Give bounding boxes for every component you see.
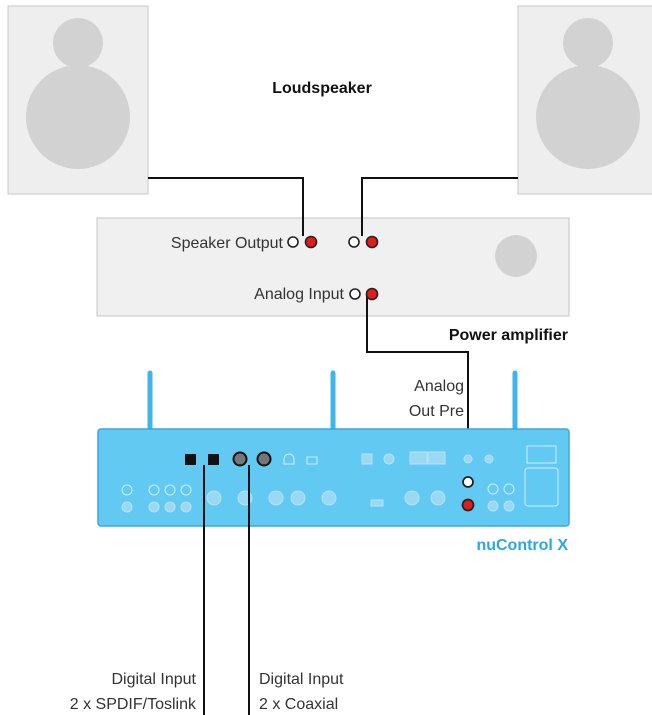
usb-port-icon (283, 453, 295, 465)
power-amplifier-chassis (96, 217, 570, 317)
xlr-3-icon (268, 490, 284, 506)
toslink-port-2-icon (208, 454, 219, 465)
speaker-out-left-negative-terminal (287, 236, 299, 248)
jack-row-5-icon (180, 484, 192, 496)
left-speaker-woofer (26, 65, 130, 169)
jack-row-8-icon (180, 501, 192, 513)
jack-row-12-icon (503, 500, 515, 512)
jack-row-11-icon (487, 500, 499, 512)
xlr-1-icon (206, 490, 222, 506)
jack-row-10-icon (503, 483, 515, 495)
jack-row-4-icon (164, 484, 176, 496)
digital-input-toslink-label-line1: Digital Input (112, 671, 197, 688)
analog-input-right-jack (365, 287, 379, 301)
digital-input-toslink-label-line2: 2 x SPDIF/Toslink (70, 696, 197, 713)
jack-row-1-icon (121, 484, 133, 496)
analog-out-pre-label-line1: Analog (414, 378, 464, 395)
small-port-1-icon (463, 454, 473, 464)
ethernet-port-2-icon (427, 451, 446, 465)
xlr-4-icon (290, 490, 306, 506)
jack-row-3-icon (148, 484, 160, 496)
speaker-out-right-negative-terminal (348, 236, 360, 248)
speaker-out-right-positive-terminal (365, 235, 379, 249)
analog-out-pre-ports (461, 476, 475, 512)
square-port-icon (361, 453, 373, 465)
coaxial-port-2-icon (256, 451, 272, 467)
right-speaker-woofer (536, 65, 640, 169)
round-port-icon (383, 453, 395, 465)
xlr-6-icon (404, 490, 420, 506)
toslink-port-1-icon (185, 454, 196, 465)
xlr-7-icon (430, 490, 446, 506)
analog-input-terminals (349, 287, 379, 301)
digital-input-coaxial-label-line2: 2 x Coaxial (259, 696, 338, 713)
analog-out-pre-label-line2: Out Pre (409, 403, 464, 420)
speaker-output-terminals (287, 235, 379, 249)
jack-row-7-icon (164, 501, 176, 513)
pre-out-right-jack (461, 498, 475, 512)
speaker-output-label: Speaker Output (171, 235, 284, 252)
analog-input-label: Analog Input (254, 286, 344, 303)
digital-input-cables (203, 465, 250, 715)
left-speaker-cable (148, 177, 304, 236)
power-amplifier-knob (495, 235, 537, 277)
power-amplifier-label: Power amplifier (449, 327, 568, 344)
loudspeaker-label: Loudspeaker (272, 80, 372, 97)
pre-out-left-jack (462, 476, 474, 488)
nucontrol-x-label: nuControl X (476, 537, 568, 554)
xlr-5-icon (321, 490, 337, 506)
small-port-2-icon (484, 454, 494, 464)
left-loudspeaker (7, 5, 149, 195)
small-slot-icon (370, 499, 384, 507)
right-speaker-cable (361, 177, 518, 236)
speaker-cables (148, 177, 518, 467)
jack-row-6-icon (148, 501, 160, 513)
speaker-out-left-positive-terminal (304, 235, 318, 249)
hdmi-port-icon (306, 456, 318, 465)
right-loudspeaker (517, 5, 652, 195)
left-speaker-tweeter (53, 18, 103, 68)
jack-row-2-icon (121, 501, 133, 513)
pre-out-cable (366, 292, 469, 467)
power-socket-icon (524, 467, 559, 507)
power-amplifier (96, 217, 570, 317)
right-speaker-tweeter (563, 18, 613, 68)
jack-row-9-icon (487, 483, 499, 495)
coaxial-port-1-icon (232, 451, 248, 467)
digital-input-ports (185, 451, 272, 467)
digital-input-coaxial-label-line1: Digital Input (259, 671, 344, 688)
ethernet-port-1-icon (409, 451, 428, 465)
analog-input-left-jack (349, 288, 361, 300)
power-switch-icon (526, 445, 557, 464)
